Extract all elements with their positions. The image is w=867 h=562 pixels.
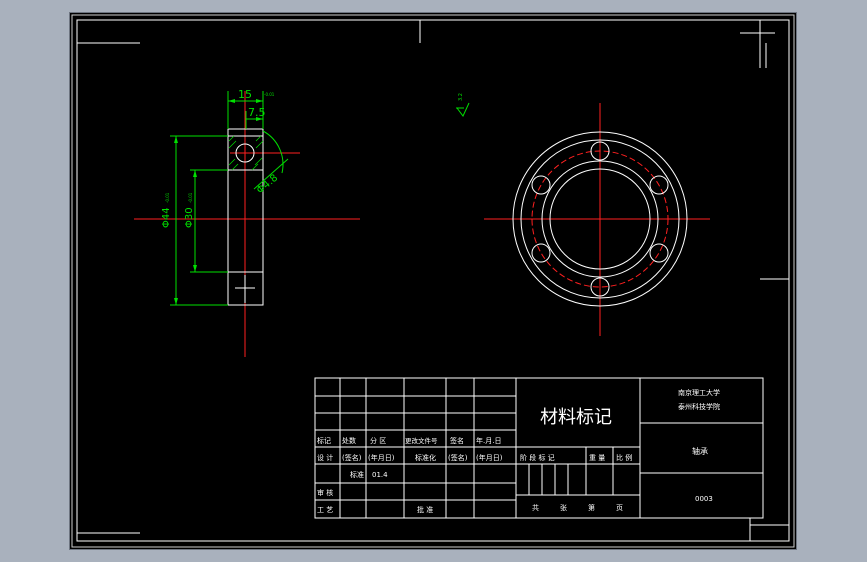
outer-dia-dim-text: Φ44 <box>161 207 172 228</box>
ball-section <box>235 143 255 163</box>
review-label: 审 核 <box>317 488 333 497</box>
footer-total: 共 <box>532 503 539 512</box>
outer-ring-circle <box>512 131 688 307</box>
width-dim-text: 15 <box>238 88 252 101</box>
material-label: 材料标记 <box>540 407 612 428</box>
hdr-count: 处数 <box>342 436 356 445</box>
ball-dia-dim-text: Φ4.8 <box>255 173 280 197</box>
ball-top-left <box>531 175 551 195</box>
half-width-dim-text: 7.5 <box>248 106 266 119</box>
hdr-mark: 标记 <box>317 436 331 445</box>
footer-sheets: 张 <box>560 503 567 512</box>
approve-label: 批 准 <box>417 505 433 514</box>
hdr-change-doc: 更改文件号 <box>405 436 438 445</box>
weight-header: 重 量 <box>589 454 605 462</box>
footer-no: 第 <box>588 503 595 512</box>
drawing-number: 0003 <box>695 495 713 503</box>
school-name-1: 南京理工大学 <box>678 388 720 397</box>
process-label: 工 艺 <box>317 506 333 514</box>
ball-top-right <box>649 175 669 195</box>
pitch-circle <box>531 150 669 288</box>
ball-top <box>590 141 610 161</box>
inner-dia-tol-text: -0.01 <box>188 192 193 203</box>
ball-bottom-right <box>649 243 669 263</box>
ball-bottom-left <box>531 243 551 263</box>
width-tol-text: -0.01 <box>264 92 275 97</box>
hdr-date: 年.月.日 <box>476 436 501 445</box>
cad-drawing: 15 -0.01 7.5 Φ44 -0.01 Φ30 -0.01 Φ4.8 3.… <box>71 14 795 548</box>
inner-race-circle <box>541 160 659 278</box>
inner-ring-circle <box>549 168 651 270</box>
inner-dia-dim-text: Φ30 <box>184 207 195 228</box>
stage-mark-header: 阶 段 标 记 <box>520 453 555 462</box>
outer-dia-tol-text: -0.01 <box>165 192 170 203</box>
scale-label: 标准 <box>350 470 364 479</box>
standardize-signature: (签名) <box>448 453 468 462</box>
front-view <box>484 103 710 336</box>
section-view: 15 -0.01 7.5 Φ44 -0.01 Φ30 -0.01 Φ4.8 <box>134 88 360 357</box>
scale-value: 01.4 <box>372 471 388 479</box>
outer-race-circle <box>520 139 680 299</box>
title-block: 标记 处数 分 区 更改文件号 签名 年.月.日 设 计 (签名) (年月日) … <box>314 377 764 519</box>
footer-page: 页 <box>616 504 623 512</box>
drawing-frame <box>71 14 795 548</box>
hdr-zone: 分 区 <box>370 436 386 445</box>
design-date: (年月日) <box>368 453 395 462</box>
surface-roughness-value: 3.2 <box>458 93 464 101</box>
design-signature: (签名) <box>342 453 362 462</box>
drawing-sheet: 15 -0.01 7.5 Φ44 -0.01 Φ30 -0.01 Φ4.8 3.… <box>70 13 796 549</box>
ball-bottom <box>590 277 610 297</box>
ratio-header: 比 例 <box>616 453 632 462</box>
ball-dia-arc <box>262 130 284 174</box>
surface-roughness-symbol: 3.2 <box>456 93 470 117</box>
hdr-signature: 签名 <box>450 436 464 445</box>
part-name: 轴承 <box>692 446 708 456</box>
school-name-2: 泰州科技学院 <box>678 402 720 411</box>
design-label: 设 计 <box>317 453 333 462</box>
standardize-label: 标准化 <box>415 453 436 462</box>
standardize-date: (年月日) <box>476 453 503 462</box>
